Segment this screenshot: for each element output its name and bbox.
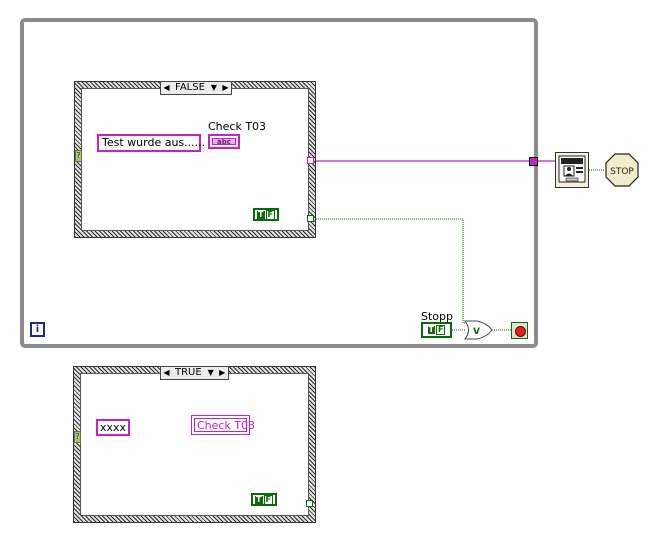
string-tunnel[interactable] <box>307 157 314 164</box>
string-indicator-glyph: abc <box>212 138 236 146</box>
stop-condition-dot <box>515 326 526 337</box>
false-glyph: F <box>263 494 273 505</box>
case-selector-label: FALSE <box>175 82 205 93</box>
boolean-tunnel[interactable] <box>306 500 313 507</box>
false-glyph: F <box>436 325 446 335</box>
case-selector-true[interactable]: ◀ TRUE ▼ ▶ <box>160 366 229 380</box>
control-label-stopp: Stopp <box>421 310 453 323</box>
string-constant-test[interactable]: Test wurde aus...... <box>97 134 205 152</box>
false-glyph: F <box>265 209 275 220</box>
stopp-boolean-control[interactable]: T F <box>421 322 452 338</box>
case-selector-terminal[interactable]: ? <box>74 431 81 443</box>
boolean-constant[interactable]: T F <box>251 493 277 506</box>
right-triangle-icon[interactable]: ▶ <box>219 368 226 377</box>
case-selector-label: TRUE <box>175 367 202 378</box>
string-indicator-check-t03[interactable]: abc <box>208 134 240 149</box>
or-function-node[interactable]: V <box>463 320 493 340</box>
right-triangle-icon[interactable]: ▶ <box>222 83 229 92</box>
boolean-tunnel[interactable] <box>307 215 314 222</box>
boolean-wire <box>314 218 467 324</box>
indicator-label-check-t03: Check T03 <box>208 120 267 133</box>
stop-text: STOP <box>610 167 634 177</box>
dropdown-triangle-icon[interactable]: ▼ <box>210 83 217 92</box>
dropdown-triangle-icon[interactable]: ▼ <box>207 368 214 377</box>
dialog-subvi-icon[interactable] <box>555 152 589 188</box>
boolean-constant[interactable]: T F <box>253 208 279 221</box>
local-variable-label: Check T03 <box>194 418 255 432</box>
case-diagram-area <box>80 373 309 516</box>
or-symbol: V <box>473 327 480 337</box>
loop-string-tunnel[interactable] <box>529 157 538 166</box>
stop-condition-icon[interactable] <box>511 322 528 339</box>
dialog-glyph <box>558 155 586 183</box>
string-constant-xxxx[interactable]: xxxx <box>96 419 130 436</box>
stop-octagon-icon[interactable]: STOP <box>605 153 639 187</box>
true-glyph: T <box>427 325 435 334</box>
left-triangle-icon[interactable]: ◀ <box>163 368 170 377</box>
case-structure-false[interactable] <box>74 81 316 238</box>
case-selector-terminal[interactable]: ? <box>75 150 82 162</box>
case-selector-false[interactable]: ◀ FALSE ▼ ▶ <box>160 81 232 95</box>
case-structure-true[interactable] <box>73 366 316 523</box>
local-variable-check-t03[interactable]: Check T03 <box>191 415 255 435</box>
left-triangle-icon[interactable]: ◀ <box>163 83 170 92</box>
true-glyph: T <box>257 209 265 219</box>
iteration-terminal: i <box>30 322 45 337</box>
true-glyph: T <box>255 494 263 504</box>
